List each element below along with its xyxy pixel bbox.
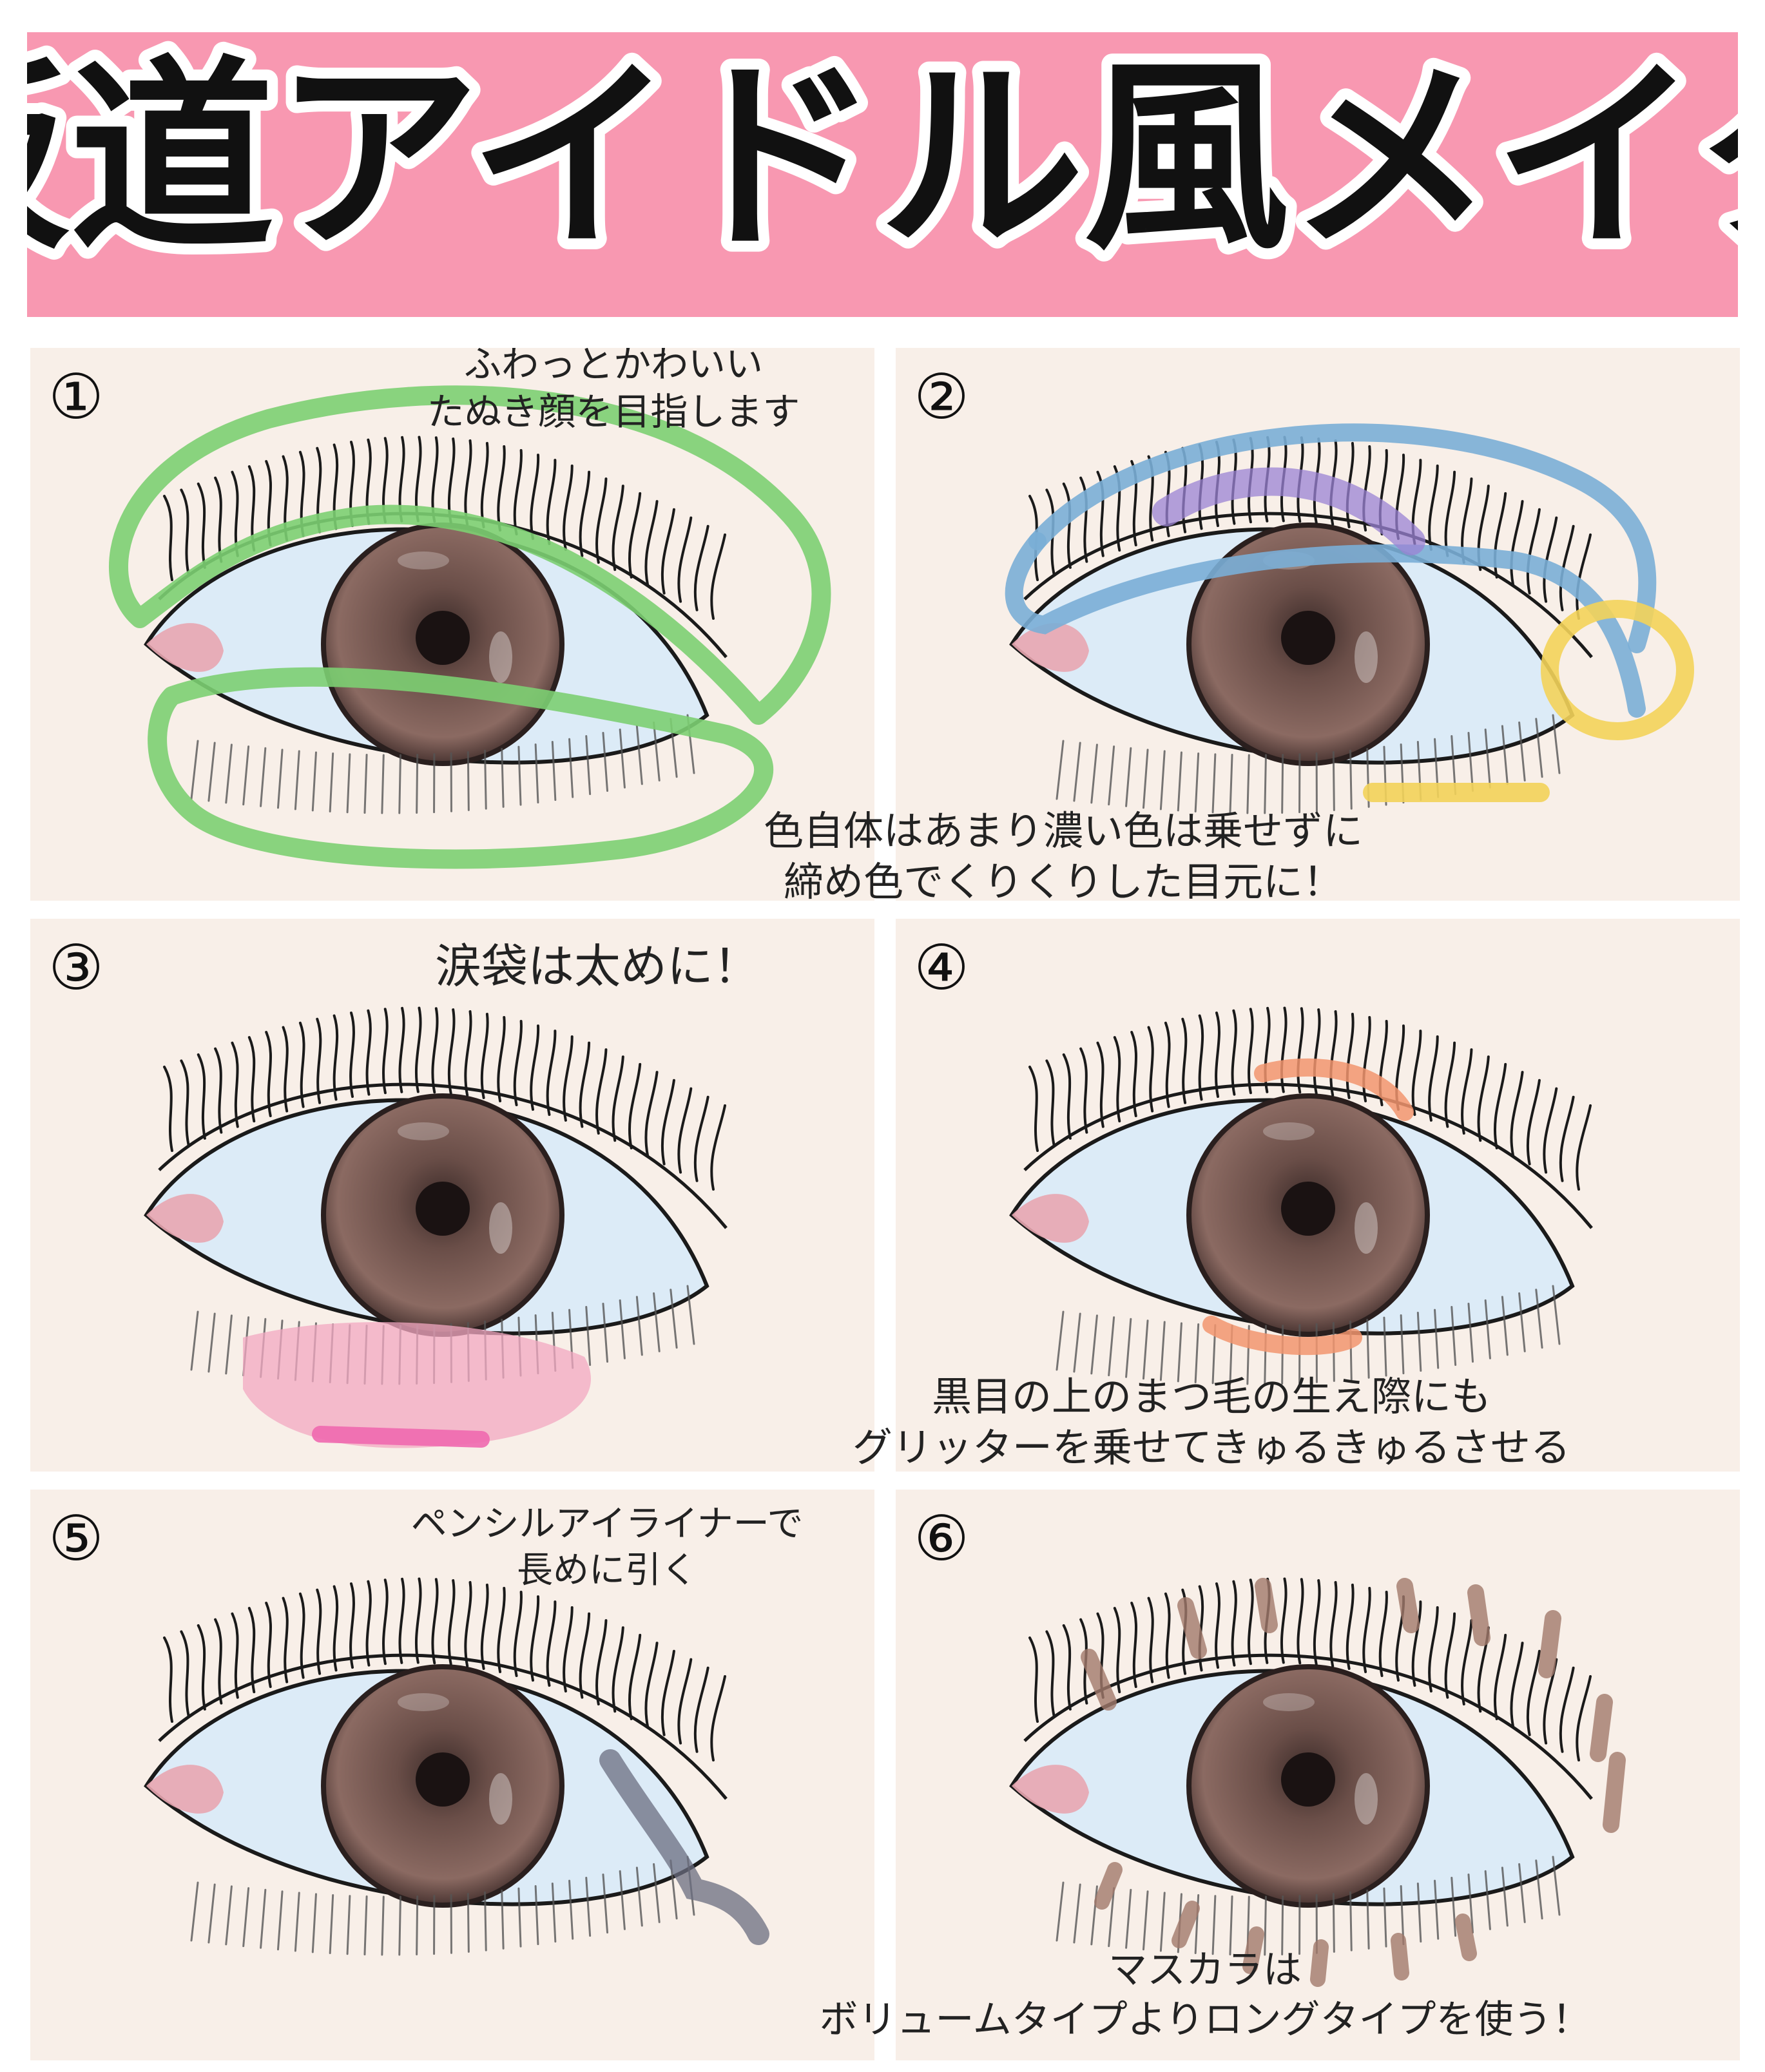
step-note-4-line-2: グリッターを乗せてきゅるきゅるさせる	[852, 1424, 1571, 1472]
step-panel-6: ⑥	[896, 1490, 1740, 2060]
step-number-5: ⑤	[48, 1502, 104, 1575]
page-title-graphic: 坂道アイドル風メイク	[27, 32, 1738, 288]
mascara-overlay	[1081, 1578, 1626, 1987]
tear-bag-overlay	[243, 1322, 591, 1448]
step-panel-4: ④	[896, 919, 1740, 1472]
step-note-4: 黒目の上のまつ毛の生え際にも グリッターを乗せてきゅるきゅるさせる	[760, 1371, 1663, 1473]
step-note-2-line-2: 締め色でくりくりした目元に！	[783, 858, 1343, 906]
step-note-2-line-1: 色自体はあまり濃い色は乗せずに	[763, 807, 1363, 854]
step-panel-5: ⑤ ペンシルアイライナーで 長めに引く	[30, 1490, 874, 2060]
step-panel-3: ③ 涙袋は太めに！	[30, 919, 874, 1472]
green-guide-overlay	[108, 385, 831, 869]
step-panel-1: ① ふわっとかわいい たぬき顔を目指します	[30, 348, 874, 901]
step-panel-2: ②	[896, 348, 1740, 901]
eye-illustration-5	[144, 1577, 728, 1956]
step-note-5-line-2: 長めに引く	[517, 1549, 697, 1591]
step-note-2: 色自体はあまり濃い色は乗せずに 締め色でくりくりした目元に！	[696, 805, 1431, 908]
step-number-2: ②	[914, 361, 970, 433]
step-note-1-line-1: ふわっとかわいい	[463, 348, 763, 386]
step-note-3-line-1: 涙袋は太めに！	[434, 939, 760, 993]
step-note-6-line-1: マスカラは	[1108, 1948, 1302, 1993]
eye-illustration-6	[1009, 1577, 1593, 1956]
eye-illustration-3	[144, 1006, 728, 1385]
eyeliner-overlay	[599, 1749, 769, 1945]
step-number-1: ①	[48, 361, 104, 433]
title-banner: 坂道アイドル風メイク	[27, 32, 1738, 317]
step-number-6: ⑥	[914, 1502, 970, 1575]
step-note-6: マスカラは ボリュームタイプよりロングタイプを使う！	[760, 1946, 1650, 2045]
step-note-5: ペンシルアイライナーで 長めに引く	[381, 1501, 833, 1593]
step-number-3: ③	[48, 932, 104, 1004]
step-note-4-line-1: 黒目の上のまつ毛の生え際にも	[931, 1373, 1491, 1420]
step-note-3: 涙袋は太めに！	[398, 937, 797, 996]
step-note-1: ふわっとかわいい たぬき顔を目指します	[414, 348, 813, 436]
page-title: 坂道アイドル風メイク	[27, 39, 1738, 277]
eye-illustration-4	[1009, 1006, 1593, 1385]
step-number-4: ④	[914, 932, 970, 1004]
step-note-6-line-2: ボリュームタイプよりロングタイプを使う！	[819, 1997, 1591, 2042]
step-note-5-line-1: ペンシルアイライナーで	[410, 1503, 804, 1545]
step-note-1-line-2: たぬき顔を目指します	[427, 390, 800, 434]
glitter-overlay	[1202, 1058, 1414, 1356]
color-guide-overlay	[1005, 423, 1694, 802]
